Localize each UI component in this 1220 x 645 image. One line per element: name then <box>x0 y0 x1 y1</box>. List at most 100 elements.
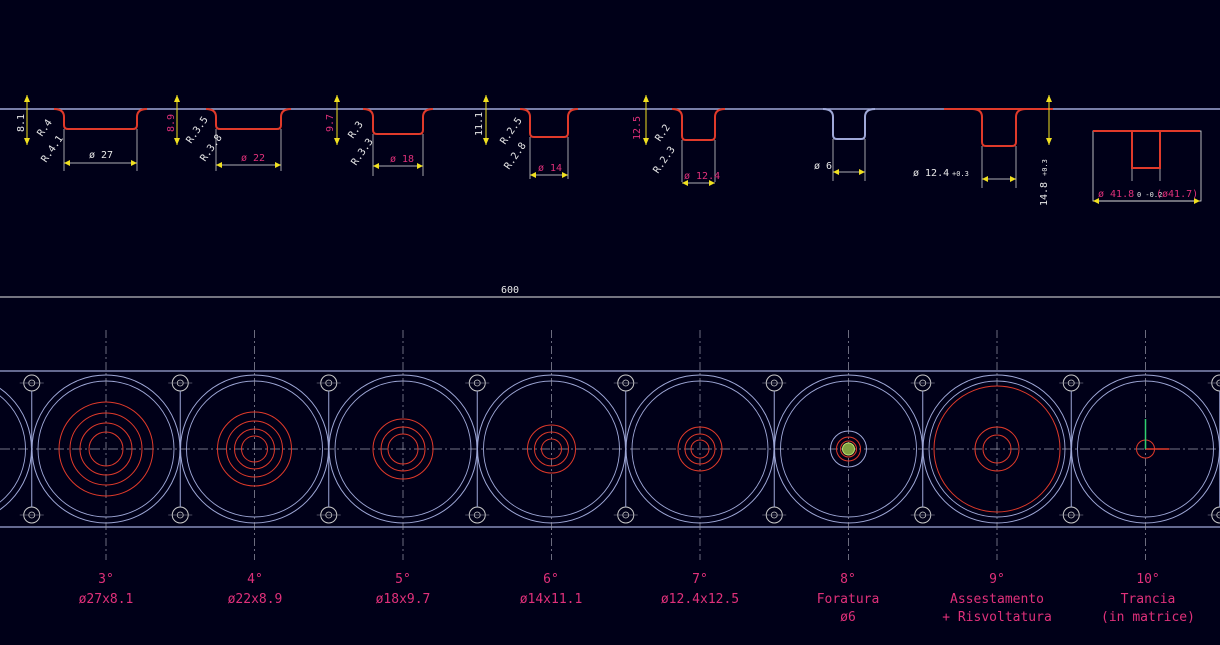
stage-8-number: 8° <box>840 572 856 587</box>
strip-stations <box>0 330 1220 560</box>
dim-arrow-head <box>530 172 536 178</box>
dim-arrow-head <box>275 162 281 168</box>
stage-8-desc-2: ø6 <box>840 610 856 625</box>
dim-arrow-head <box>334 95 340 102</box>
dim-arrow-head <box>24 138 30 145</box>
dim-arrow-head <box>131 160 137 166</box>
stage-4-desc: ø22x8.9 <box>228 592 283 607</box>
dim-diameter-alt-10: (ø41.7) <box>1156 189 1198 200</box>
dim-diameter-9: ø 12.4 <box>913 168 949 179</box>
dim-arrow-head <box>1046 95 1052 102</box>
dim-radius-outer-7: R.2.3 <box>651 145 677 176</box>
dim-height-6: 11.1 <box>474 112 485 136</box>
dim-diameter-7: ø 12.4 <box>684 171 720 182</box>
dim-arrow-head <box>682 180 688 186</box>
stage-6-desc: ø14x11.1 <box>520 592 583 607</box>
dim-diameter-6: ø 14 <box>538 163 562 174</box>
part-draw-circle <box>88 431 124 467</box>
part-draw-circle <box>69 412 143 486</box>
dim-diameter-8: ø 6 <box>814 161 832 172</box>
drawn-cup-profile <box>822 108 876 140</box>
dim-arrow-head <box>982 176 988 182</box>
dim-arrow-head <box>643 138 649 145</box>
stage-labels: 3° ø27x8.1 4° ø22x8.9 5° ø18x9.7 6° ø14x… <box>79 572 1195 625</box>
part-draw-circle <box>541 438 562 460</box>
stage-9-number: 9° <box>989 572 1005 587</box>
dim-arrow-head <box>334 138 340 145</box>
dim-height-5: 9.7 <box>325 114 336 132</box>
stage-5-number: 5° <box>395 572 411 587</box>
part-draw-circle <box>234 428 275 470</box>
drawn-cup-profile <box>971 108 1027 147</box>
dim-radius-inner-7: R.2 <box>653 123 672 144</box>
stage-10-desc: Trancia <box>1121 592 1176 607</box>
part-draw-circle <box>690 439 710 459</box>
dim-arrow-head <box>64 160 70 166</box>
drawn-cup-profile <box>362 108 434 135</box>
dim-height-9: 14.8 <box>1039 182 1050 206</box>
dim-arrow-head <box>24 95 30 102</box>
strip-carrier-cut <box>0 395 26 503</box>
drawn-cup-profile <box>519 108 579 138</box>
part-draw-circle <box>982 434 1012 464</box>
dim-diameter-10: ø 41.8 <box>1098 189 1134 200</box>
stage-8-desc: Foratura <box>817 592 880 607</box>
dim-arrow-head <box>859 169 865 175</box>
stage-3-desc: ø27x8.1 <box>79 592 134 607</box>
dim-height-tol-9: +0.3 <box>1041 159 1049 176</box>
part-draw-circle <box>217 411 292 487</box>
dim-radius-inner-3: R.4 <box>35 118 54 139</box>
part-draw-circle <box>241 435 268 463</box>
pierce-punch-outline <box>830 430 867 468</box>
part-draw-circle <box>58 401 154 497</box>
dim-radius-inner-5: R.3 <box>346 120 365 141</box>
dim-arrow-head <box>174 138 180 145</box>
dim-height-4: 8.9 <box>166 114 177 132</box>
stage-10-desc-2: (in matrice) <box>1101 610 1195 625</box>
dim-radius-outer-4: R.3.8 <box>198 133 224 164</box>
stage-5-desc: ø18x9.7 <box>376 592 431 607</box>
dim-arrow-head <box>1194 198 1200 204</box>
dim-diameter-5: ø 18 <box>390 154 414 165</box>
part-draw-circle <box>387 433 419 465</box>
overall-dimension-text: 600 <box>501 285 519 296</box>
stage-4-number: 4° <box>247 572 263 587</box>
dim-arrow-head <box>1010 176 1016 182</box>
dim-arrow-head <box>216 162 222 168</box>
part-draw-circle <box>974 426 1020 472</box>
dim-height-7: 12.5 <box>632 116 643 140</box>
stage-9-desc: Assestamento <box>950 592 1044 607</box>
dim-arrow-head <box>373 163 379 169</box>
dim-arrow-head <box>1046 138 1052 145</box>
blank-cup-profile <box>1131 131 1161 169</box>
part-draw-circle <box>527 424 576 474</box>
stage-10-number: 10° <box>1136 572 1159 587</box>
drawn-cup-profile <box>671 108 726 141</box>
dim-arrow-head <box>483 138 489 145</box>
dim-arrow-head <box>417 163 423 169</box>
dim-radius-inner-4: R.3.5 <box>184 115 210 146</box>
pierce-hole <box>842 442 855 456</box>
profile-dimension-texts: 8.1 R.4 R.4.1 ø 27 8.9 R.3.5 R.3.8 ø 22 … <box>16 112 1198 206</box>
stage-3-number: 3° <box>98 572 114 587</box>
drawn-cup-profile <box>53 108 148 130</box>
dim-arrow-head <box>483 95 489 102</box>
dim-height-3: 8.1 <box>16 114 27 132</box>
stage-7-desc: ø12.4x12.5 <box>661 592 739 607</box>
stage-7-number: 7° <box>692 572 708 587</box>
dim-arrow-head <box>833 169 839 175</box>
profile-views <box>24 95 1202 204</box>
stage-9-desc-2: + Risvoltatura <box>942 610 1052 625</box>
part-draw-circle <box>933 385 1061 513</box>
part-draw-circle <box>684 433 716 465</box>
dim-diameter-tol-10: 0 -0.2 <box>1137 191 1162 199</box>
part-draw-circle <box>677 426 723 472</box>
part-draw-circle <box>840 440 857 458</box>
dim-diameter-3: ø 27 <box>89 150 113 161</box>
dim-diameter-4: ø 22 <box>241 153 265 164</box>
dim-arrow-head <box>174 95 180 102</box>
part-draw-circle <box>534 431 569 467</box>
dim-radius-outer-5: R.3.3 <box>349 137 375 168</box>
